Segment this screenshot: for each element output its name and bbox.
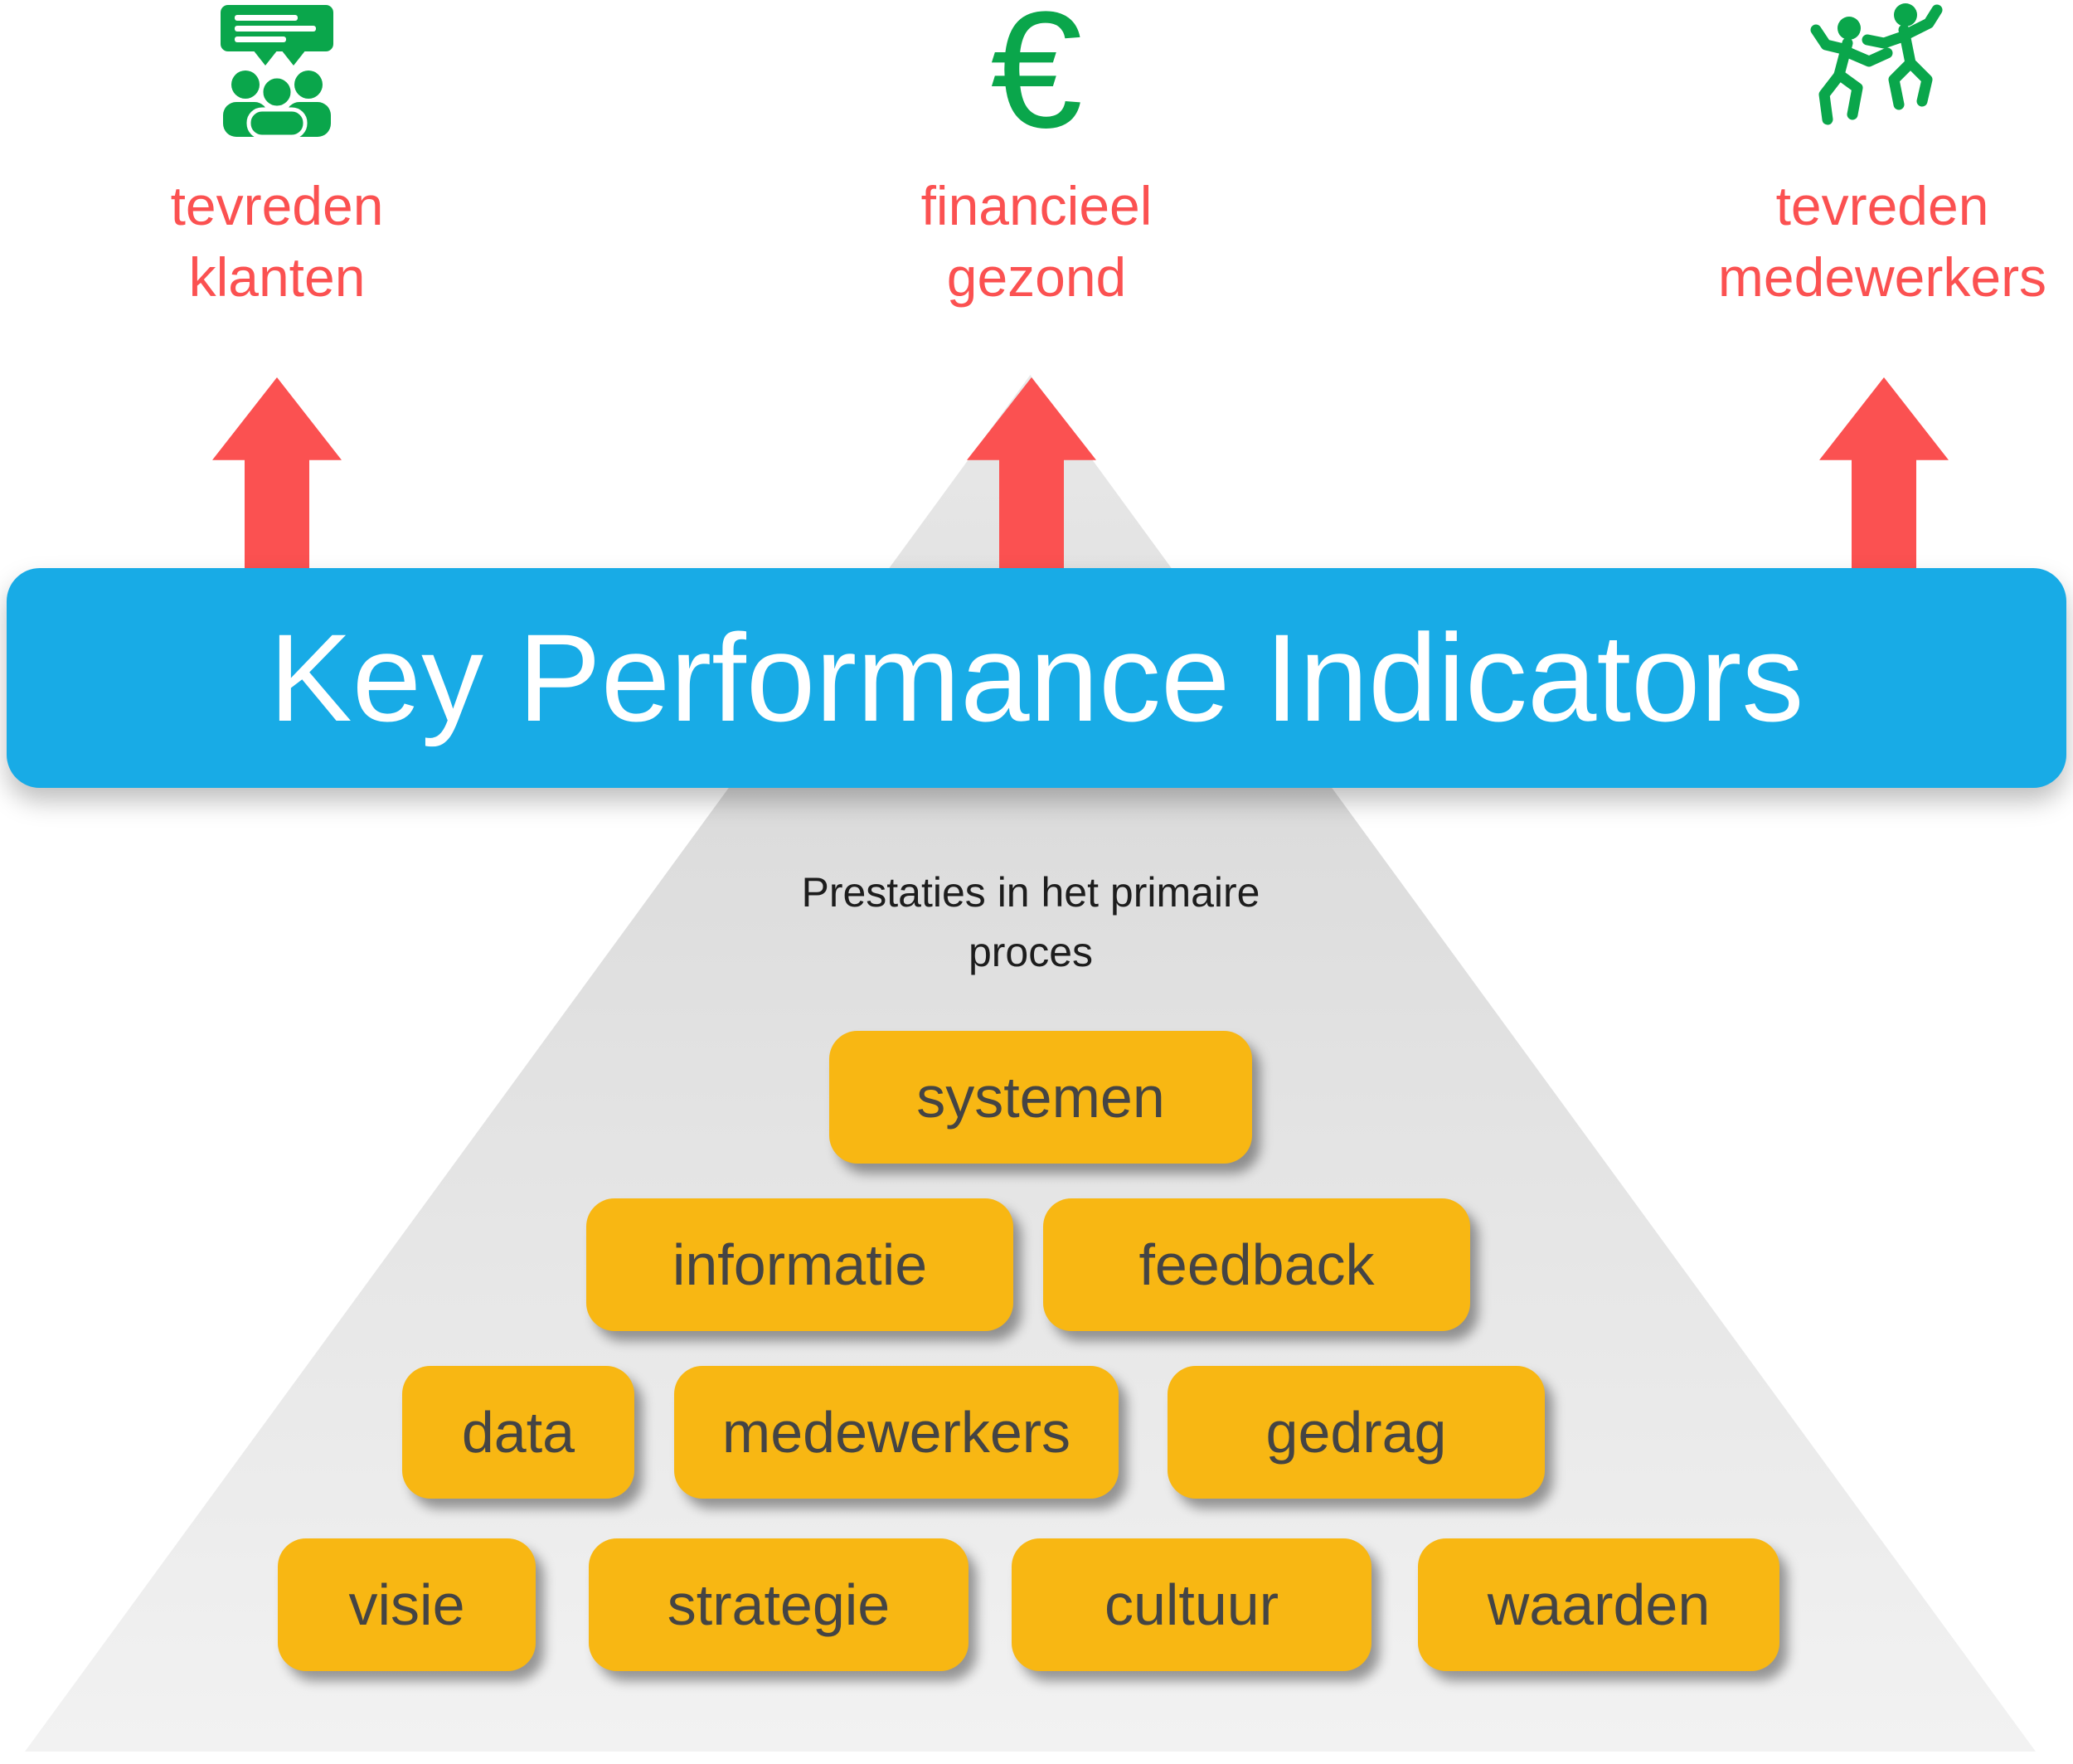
pyramid-box-label: waarden: [1487, 1572, 1711, 1637]
label-tevreden-klanten: tevreden klanten: [0, 170, 567, 313]
pyramid-box-medewerkers: medewerkers: [674, 1366, 1119, 1499]
pyramid-box-label: data: [461, 1400, 575, 1465]
pyramid-box-informatie: informatie: [586, 1198, 1013, 1331]
dancing-people-icon: [1806, 3, 1947, 128]
pyramid-box-data: data: [402, 1366, 634, 1499]
pyramid-box-strategie: strategie: [589, 1538, 969, 1671]
pyramid-box-label: feedback: [1138, 1232, 1375, 1297]
label-right-line1: tevreden: [1775, 175, 1989, 236]
pyramid-box-label: medewerkers: [721, 1400, 1071, 1465]
pyramid-caption-line2: proces: [968, 929, 1094, 975]
pyramid-box-label: visie: [348, 1572, 465, 1637]
pyramid-box-waarden: waarden: [1418, 1538, 1779, 1671]
pyramid-box-cultuur: cultuur: [1012, 1538, 1371, 1671]
presentation-audience-icon: [215, 0, 339, 139]
pyramid-box-label: systemen: [916, 1065, 1165, 1130]
pyramid-box-feedback: feedback: [1043, 1198, 1470, 1331]
pyramid-caption: Prestaties in het primaire proces: [658, 863, 1404, 982]
label-center-line1: financieel: [920, 175, 1153, 236]
up-arrow-right: [1819, 377, 1949, 570]
pyramid-box-label: informatie: [672, 1232, 928, 1297]
pyramid-box-gedrag: gedrag: [1168, 1366, 1545, 1499]
pyramid-box-label: cultuur: [1104, 1572, 1279, 1637]
label-financieel-gezond: financieel gezond: [746, 170, 1327, 313]
euro-symbol: €: [990, 0, 1083, 163]
label-left-line2: klanten: [188, 246, 366, 308]
pyramid-box-systemen: systemen: [829, 1031, 1252, 1164]
euro-icon: €: [945, 0, 1128, 153]
up-arrow-left: [212, 377, 342, 570]
label-right-line2: medewerkers: [1717, 246, 2047, 308]
label-tevreden-medewerkers: tevreden medewerkers: [1592, 170, 2073, 313]
pyramid-box-label: strategie: [667, 1572, 891, 1637]
pyramid-caption-line1: Prestaties in het primaire: [801, 869, 1260, 916]
kpi-banner: Key Performance Indicators: [7, 568, 2066, 788]
pyramid-box-label: gedrag: [1265, 1400, 1447, 1465]
label-left-line1: tevreden: [170, 175, 384, 236]
pyramid-box-visie: visie: [278, 1538, 536, 1671]
label-center-line2: gezond: [946, 246, 1127, 308]
kpi-banner-title: Key Performance Indicators: [269, 608, 1804, 747]
